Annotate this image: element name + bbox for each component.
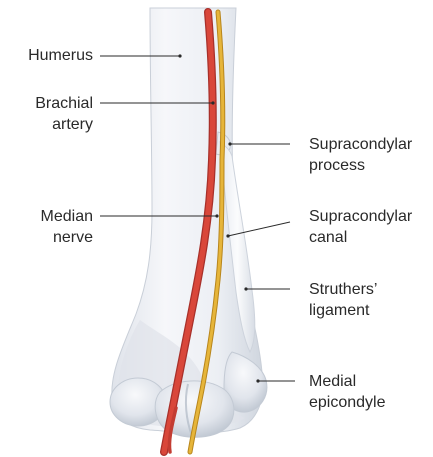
label-median-nerve: Median nerve — [41, 206, 93, 248]
label-median-nerve-line2: nerve — [41, 227, 93, 248]
leader-dot-supracondylar-process — [228, 142, 231, 145]
label-humerus-line1: Humerus — [28, 45, 93, 66]
label-supracondylar-process-line2: process — [309, 155, 412, 176]
leader-dot-struthers-ligament — [244, 287, 247, 290]
leader-dot-humerus — [178, 54, 181, 57]
label-brachial-artery-line2: artery — [35, 114, 93, 135]
label-medial-epicondyle: Medial epicondyle — [309, 371, 386, 413]
label-brachial-artery-line1: Brachial — [35, 93, 93, 114]
label-median-nerve-line1: Median — [41, 206, 93, 227]
label-supracondylar-canal-line2: canal — [309, 227, 412, 248]
label-supracondylar-canal-line1: Supracondylar — [309, 206, 412, 227]
label-medial-epicondyle-line1: Medial — [309, 371, 386, 392]
label-supracondylar-process-line1: Supracondylar — [309, 134, 412, 155]
label-supracondylar-canal: Supracondylar canal — [309, 206, 412, 248]
leader-dot-medial-epicondyle — [256, 379, 259, 382]
label-struthers-ligament: Struthers’ ligament — [309, 279, 377, 321]
label-medial-epicondyle-line2: epicondyle — [309, 392, 386, 413]
label-struthers-ligament-line1: Struthers’ — [309, 279, 377, 300]
label-humerus: Humerus — [28, 45, 93, 66]
leader-dot-brachial-artery — [211, 101, 214, 104]
label-brachial-artery: Brachial artery — [35, 93, 93, 135]
label-supracondylar-process: Supracondylar process — [309, 134, 412, 176]
label-struthers-ligament-line2: ligament — [309, 300, 377, 321]
leader-dot-supracondylar-canal — [226, 234, 229, 237]
leader-dot-median-nerve — [215, 214, 218, 217]
